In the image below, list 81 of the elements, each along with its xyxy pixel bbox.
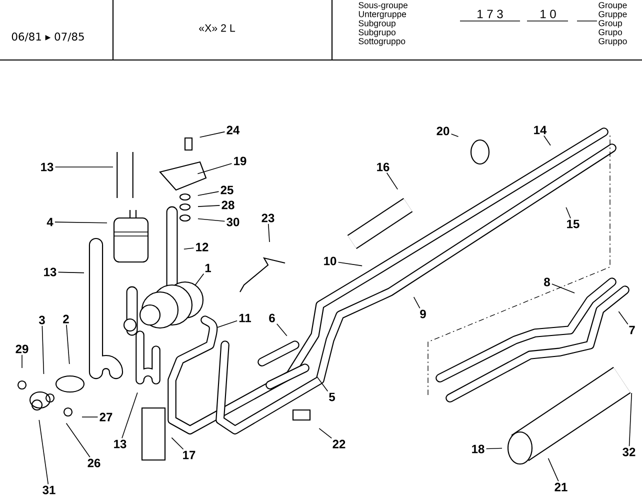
header-text: 1 7 3	[478, 10, 503, 18]
callout-number: 13	[41, 162, 54, 172]
callout-number: 18	[472, 444, 484, 454]
header-text: Gruppo	[598, 38, 627, 46]
leader-line	[66, 422, 90, 458]
callout-number: 12	[196, 242, 208, 252]
leader-line	[197, 163, 232, 174]
header-text: Sottogruppo	[358, 38, 406, 46]
callout-number: 27	[100, 412, 112, 422]
header-text: Group	[598, 20, 622, 28]
leader-line	[58, 272, 84, 274]
leader-line	[217, 320, 238, 328]
header-text: Gruppe	[598, 11, 627, 19]
callout-number: 28	[222, 200, 234, 210]
leader-line	[338, 262, 362, 266]
callout-number: 5	[329, 392, 335, 402]
leader-line	[54, 166, 114, 168]
callout-number: 14	[534, 126, 547, 134]
leader-line	[122, 392, 138, 439]
leader-line	[566, 206, 571, 219]
leader-line	[171, 437, 184, 450]
leader-line	[54, 222, 108, 224]
leader-line	[552, 284, 575, 294]
header-text: Subgrupo	[358, 28, 396, 38]
callout-number: 24	[226, 126, 240, 134]
header-text: Grupo	[598, 29, 622, 37]
header-text: «X» 2 L	[199, 24, 236, 32]
leader-line	[544, 135, 551, 146]
callout-number: 21	[554, 482, 568, 492]
callout-number: 29	[16, 344, 28, 354]
callout-number: 6	[269, 314, 275, 322]
callout-number: 10	[324, 256, 336, 266]
callout-number: 22	[332, 440, 346, 448]
callout-number: 31	[42, 486, 56, 494]
header-text: 06/81 ▸ 07/85	[12, 32, 84, 42]
callout-number: 13	[44, 268, 56, 276]
callout-number: 25	[220, 186, 234, 194]
callout-number: 30	[226, 218, 240, 226]
leader-line	[413, 296, 420, 309]
leader-line	[199, 131, 226, 138]
leader-line	[38, 420, 49, 485]
callout-number: 8	[544, 278, 550, 286]
callout-number: 7	[629, 326, 635, 334]
leader-line	[318, 428, 332, 439]
leader-line	[198, 218, 226, 222]
leader-line	[268, 223, 270, 242]
leader-line	[450, 134, 459, 138]
callout-number: 20	[436, 126, 450, 136]
leader-line	[194, 273, 204, 286]
callout-number: 32	[622, 448, 636, 456]
callout-number: 1	[205, 264, 211, 272]
callout-number: 17	[183, 450, 196, 460]
callout-number: 11	[239, 314, 251, 322]
leader-line	[198, 205, 220, 207]
leader-line	[548, 458, 559, 482]
leader-line	[276, 323, 288, 336]
leader-line	[628, 392, 632, 447]
callout-number: 19	[234, 156, 246, 166]
callout-number: 4	[46, 218, 54, 226]
header-text: Sous-groupe	[358, 2, 408, 10]
callout-number: 26	[88, 458, 100, 468]
header-text: 1 0	[540, 10, 556, 18]
leader-line	[618, 311, 628, 325]
callout-number: 13	[114, 440, 126, 448]
callout-number: 3	[38, 316, 45, 324]
leader-line	[316, 376, 328, 392]
leader-line	[184, 248, 194, 250]
leader-line	[197, 191, 220, 196]
callout-number: 9	[420, 310, 426, 318]
callout-number: 15	[567, 220, 580, 228]
callout-number: 23	[262, 214, 274, 222]
header-text: Subgroup	[358, 20, 396, 28]
callout-number: 2	[63, 314, 69, 324]
leader-line	[386, 172, 398, 190]
leader-line	[486, 448, 502, 450]
leader-line	[82, 416, 98, 418]
callout-number: 16	[377, 162, 390, 172]
header-text: Groupe	[598, 2, 627, 10]
header-text: Untergruppe	[358, 11, 406, 19]
leader-line	[66, 324, 70, 364]
leader-line	[42, 325, 44, 374]
